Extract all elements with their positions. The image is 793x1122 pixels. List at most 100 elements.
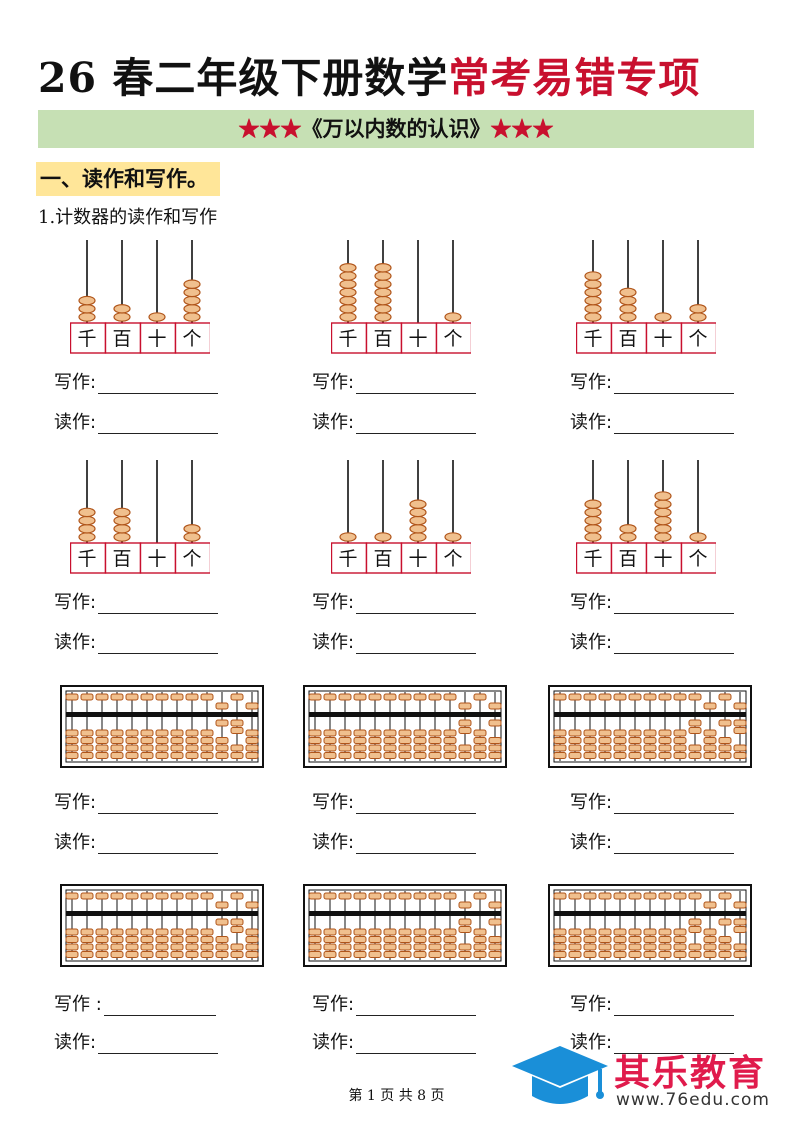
answer-blank[interactable] [356,795,477,814]
abacus-bead [140,951,154,958]
answer-blank[interactable] [356,635,477,654]
counter-bead [183,312,201,322]
abacus-bead [628,943,642,951]
answer-blank[interactable] [356,835,477,854]
section-heading: 一、读作和写作。 [36,162,220,196]
read-label: 读作: [54,632,97,653]
abacus-bead [398,737,412,744]
abacus-bead [553,729,567,737]
counter-bead [183,295,201,306]
place-label-box [70,542,107,574]
answer-blank[interactable] [614,415,735,434]
abacus-bead [170,729,184,737]
abacus-bead [718,936,732,943]
place-label: 个 [443,328,462,350]
abacus-bead [398,951,412,958]
topic-title: 《万以内数的认识》 [301,116,491,141]
write-label: 写作: [570,592,613,613]
counter-bead [113,515,131,526]
answer-blank[interactable] [356,595,477,614]
answer-blank[interactable] [614,835,735,854]
answer-blank[interactable] [98,415,219,434]
abacus-bead [628,693,642,701]
abacus-bead [200,737,214,744]
answer-blank[interactable] [356,375,477,394]
abacus-bead [125,752,139,759]
abacus-bead [140,936,154,943]
abacus-bead [200,943,214,951]
abacus-bead [553,936,567,943]
abacus-bead [613,951,627,958]
page-footer: 第 1 页 共 8 页 [348,1088,445,1104]
abacus-bead [353,951,367,958]
counter-bead [654,507,672,518]
abacus-bead [215,943,229,951]
abacus-bead [598,744,612,752]
abacus-bead [443,943,457,951]
answer-blank[interactable] [614,595,735,614]
answer-blank[interactable] [356,415,477,434]
answer-blank[interactable] [98,595,219,614]
abacus-bead [383,951,397,958]
answer-blank[interactable] [103,997,216,1016]
write-answer-4: 写作: [54,588,219,614]
abacus-bead [185,943,199,951]
abacus-bead [65,943,79,951]
abacus-bead [413,892,427,900]
abacus-bead [65,729,79,737]
counter-bead [78,515,96,526]
abacus-bead [488,719,502,727]
counter-bead [113,312,131,322]
abacus-bead [703,729,717,737]
read-answer-2: 读作: [312,408,477,434]
abacus-bead [170,737,184,744]
answer-blank[interactable] [356,997,477,1016]
abacus-bead [368,936,382,943]
answer-blank[interactable] [98,375,219,394]
abacus-bead [353,892,367,900]
abacus-bead [733,901,747,909]
abacus-bead [308,936,322,943]
abacus-bead [643,737,657,744]
abacus-bead [308,892,322,900]
brand-logo: 其乐教育 www.76edu.com [510,1040,790,1118]
abacus-bead [673,951,687,958]
abacus-bead [613,752,627,759]
answer-blank[interactable] [614,375,735,394]
abacus-bead [628,752,642,759]
abacus-bead [398,928,412,936]
place-label: 千 [338,328,357,350]
abacus-bead [338,928,352,936]
answer-blank[interactable] [614,635,735,654]
answer-blank[interactable] [98,835,219,854]
place-label: 百 [373,548,392,570]
abacus-bead [413,729,427,737]
abacus-bead [553,693,567,701]
abacus-bead [245,943,259,951]
place-label-box [680,322,716,354]
answer-blank[interactable] [356,1035,477,1054]
answer-blank[interactable] [614,1035,735,1054]
abacus-bead [155,693,169,701]
abacus-bead [643,693,657,701]
abacus-bead [230,918,244,926]
abacus-bead [443,892,457,900]
answer-blank[interactable] [614,795,735,814]
read-label: 读作: [54,1032,97,1053]
stars-left: ★★★ [238,116,302,141]
answer-blank[interactable] [98,795,219,814]
abacus-bead [568,737,582,744]
abacus-bead [185,936,199,943]
place-label-box [610,322,648,354]
abacus-bead [473,928,487,936]
abacus-bead [718,918,732,926]
abacus-bead [368,892,382,900]
answer-blank[interactable] [98,635,219,654]
abacus-bead [230,951,244,958]
place-label-box [104,322,142,354]
abacus-bead [353,928,367,936]
answer-blank[interactable] [614,997,735,1016]
abacus-bead [673,744,687,752]
abacus-bead [688,727,702,734]
answer-blank[interactable] [98,1035,219,1054]
